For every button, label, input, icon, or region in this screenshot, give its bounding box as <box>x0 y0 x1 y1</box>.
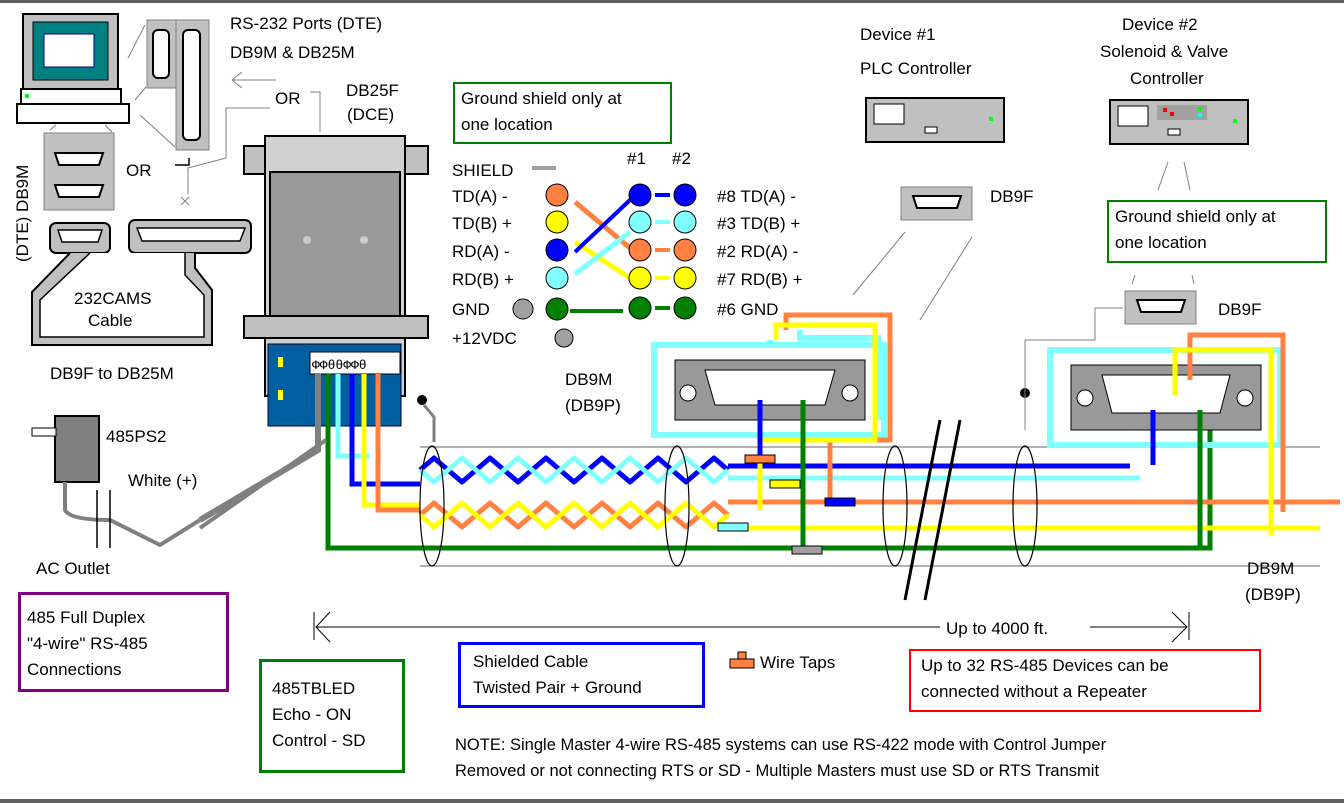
white-plus-label: White (+) <box>128 471 198 490</box>
devices-limit-box: Up to 32 RS-485 Devices can be connected… <box>909 649 1261 712</box>
pin-left-td-a: TD(A) - <box>452 187 508 206</box>
db9f-connector-device-2 <box>1124 290 1197 325</box>
db25f-label: DB25F <box>346 81 399 100</box>
full-duplex-line3: Connections <box>27 660 122 679</box>
db9p-left-label: (DB9P) <box>565 396 621 415</box>
pin-right-8: #8 TD(A) - <box>717 187 797 206</box>
tbled-line2: Echo - ON <box>272 705 352 724</box>
pin-col1-header: #1 <box>627 149 646 168</box>
wire-taps-label: Wire Taps <box>760 653 836 672</box>
db25f-adapter-icon: ΦΦθθΦΦθ <box>243 135 429 427</box>
pin-legend-diagram <box>512 166 697 348</box>
cable-name-label: 232CAMS <box>74 289 152 308</box>
full-duplex-line2: "4-wire" RS-485 <box>27 634 148 653</box>
ground-shield-note-2-line2: one location <box>1115 233 1207 252</box>
device2-title: Device #2 <box>1122 15 1198 34</box>
rs232-ports-label: RS-232 Ports (DTE) <box>230 14 383 33</box>
pin-right-2: #2 RD(A) - <box>717 242 799 261</box>
wire-tap-icon <box>729 651 755 669</box>
ground-shield-note-2-line1: Ground shield only at <box>1115 207 1276 226</box>
power-supply-label: 485PS2 <box>106 427 167 446</box>
device2-subtitle-1: Solenoid & Valve <box>1100 42 1229 61</box>
distance-arrow <box>313 611 1190 643</box>
tbled-box: 485TBLED Echo - ON Control - SD <box>259 659 405 773</box>
db9m-left-label: DB9M <box>565 370 613 389</box>
shielded-cable-box: Shielded Cable Twisted Pair + Ground <box>458 642 705 708</box>
distance-label: Up to 4000 ft. <box>946 619 1049 638</box>
shielded-cable-line2: Twisted Pair + Ground <box>473 678 642 697</box>
devices-limit-line2: connected without a Repeater <box>921 682 1147 701</box>
shielded-cable-line1: Shielded Cable <box>473 652 589 671</box>
db9f-device2-label: DB9F <box>1218 300 1262 319</box>
pin-right-3: #3 TD(B) + <box>717 214 801 233</box>
pin-right-7: #7 RD(B) + <box>717 270 803 289</box>
db9p-right-label: (DB9P) <box>1245 585 1301 604</box>
shield-ellipses <box>419 445 1038 567</box>
pin-left-12vdc: +12VDC <box>452 329 517 348</box>
db9m-connector-2 <box>1047 332 1286 548</box>
ground-shield-note-1: Ground shield only at one location <box>453 82 672 144</box>
plc-controller-icon <box>865 97 1005 143</box>
pin-left-td-b: TD(B) + <box>452 214 512 233</box>
pin-right-6: #6 GND <box>717 300 779 319</box>
db9m-right-label: DB9M <box>1247 559 1295 578</box>
db9f-connector-device-1 <box>900 186 973 221</box>
note-line-2: Removed or not connecting RTS or SD - Mu… <box>455 762 1100 780</box>
db9f-device1-label: DB9F <box>990 187 1034 206</box>
db9m-port-icons <box>43 132 115 211</box>
dce-label: (DCE) <box>347 105 395 124</box>
or-label-mid: OR <box>126 161 152 180</box>
device2-subtitle-2: Controller <box>1130 69 1204 88</box>
devices-limit-line1: Up to 32 RS-485 Devices can be <box>921 656 1169 675</box>
232cams-cable-icon <box>31 219 252 346</box>
cable-word-label: Cable <box>88 311 133 330</box>
db9m-connector-1 <box>651 312 893 555</box>
pin-col2-header: #2 <box>672 149 691 168</box>
bottom-border <box>0 799 1344 803</box>
db9f-to-db25m-label: DB9F to DB25M <box>50 364 174 383</box>
ground-shield-note-2: Ground shield only at one location <box>1107 200 1327 263</box>
terminal-wires <box>198 374 1213 551</box>
db9m-db25m-label: DB9M & DB25M <box>230 43 355 62</box>
pin-left-gnd: GND <box>452 300 490 319</box>
device1-subtitle: PLC Controller <box>860 59 972 78</box>
solenoid-valve-controller-icon <box>1109 99 1249 145</box>
svg-text:ΦΦθθΦΦθ: ΦΦθθΦΦθ <box>312 358 367 373</box>
rs232-port-icons <box>146 19 210 151</box>
pin-left-shield: SHIELD <box>452 161 514 180</box>
dte-db9m-label: (DTE) DB9M <box>13 164 32 262</box>
ground-shield-note-1-line1: Ground shield only at <box>461 89 622 108</box>
full-duplex-box: 485 Full Duplex "4-wire" RS-485 Connecti… <box>18 592 229 692</box>
device1-title: Device #1 <box>860 25 936 44</box>
pin-left-rd-a: RD(A) - <box>452 242 510 261</box>
power-supply-icon <box>31 415 202 548</box>
tbled-line1: 485TBLED <box>272 679 356 698</box>
or-label-top: OR <box>275 89 301 108</box>
ground-shield-note-1-line2: one location <box>461 115 553 134</box>
full-duplex-line1: 485 Full Duplex <box>27 608 146 627</box>
top-border <box>0 0 1344 3</box>
tbled-line3: Control - SD <box>272 731 366 750</box>
ac-outlet-label: AC Outlet <box>36 559 110 578</box>
computer-icon <box>16 13 130 124</box>
note-line-1: NOTE: Single Master 4-wire RS-485 system… <box>455 736 1107 754</box>
pin-left-rd-b: RD(B) + <box>452 270 514 289</box>
